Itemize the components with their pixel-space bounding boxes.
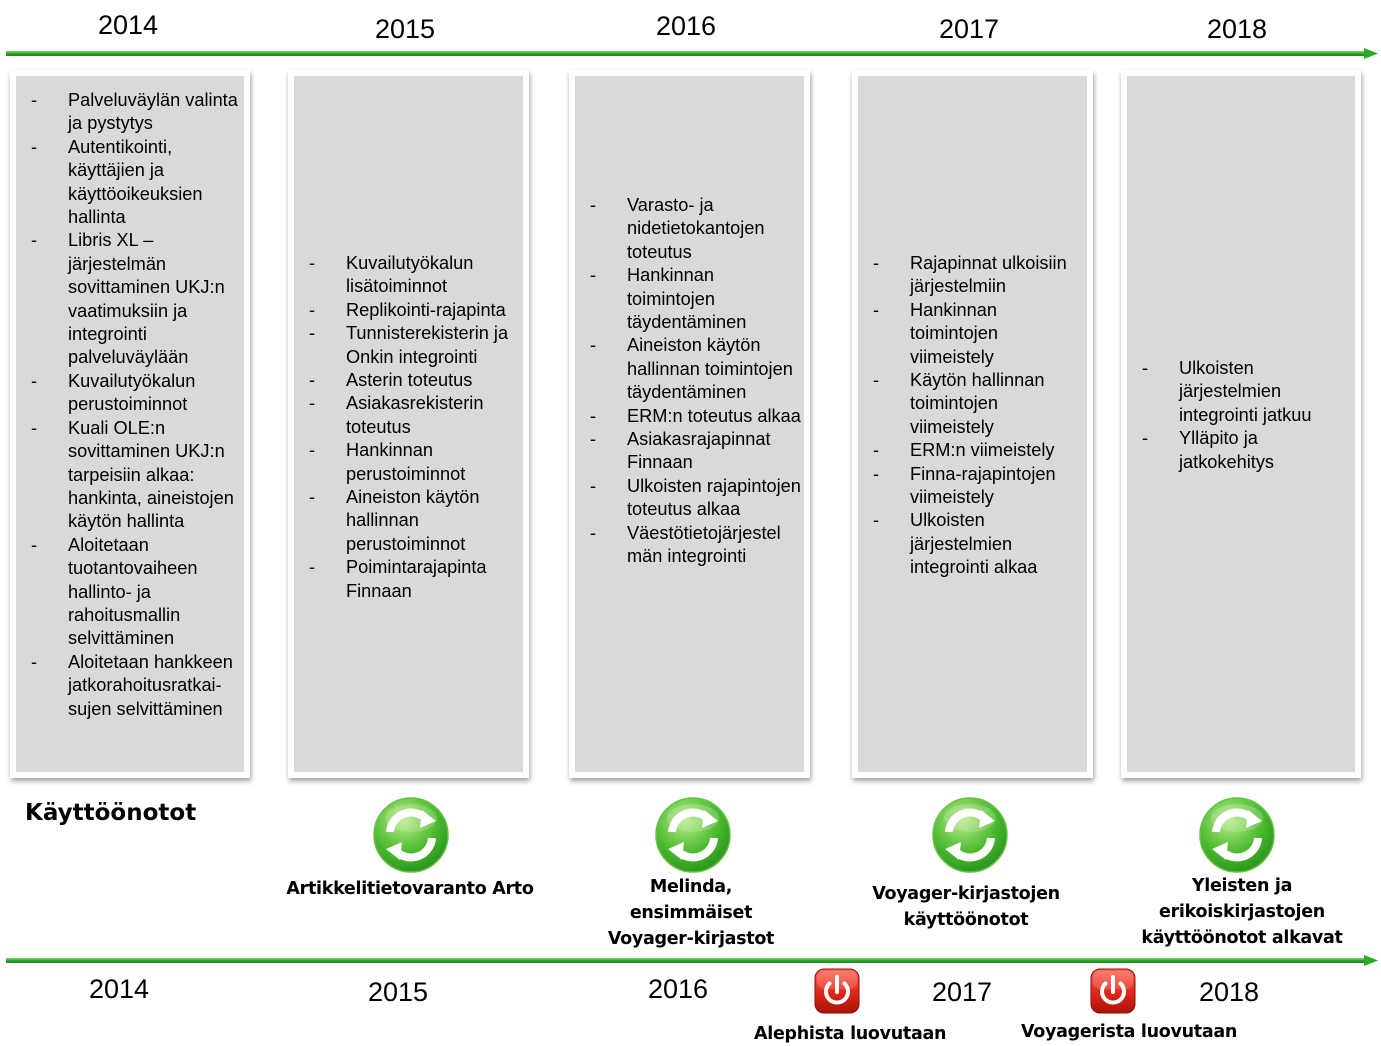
- refresh-cycle-icon: [1198, 796, 1276, 874]
- bottom-year-2014: 2014: [89, 974, 150, 1004]
- list-item: Kuali OLE:n sovittaminen UKJ:n tarpeisii…: [27, 417, 242, 534]
- list-item: Asiakasrajapinnat Finnaan: [586, 428, 802, 475]
- column-2014-list: Palveluväylän valinta ja pystytys Autent…: [27, 89, 242, 721]
- top-year-2014: 2014: [98, 10, 159, 40]
- decommission-label-aleph: Alephista luovutaan: [754, 1024, 947, 1044]
- list-item: Asiakasrekisterin toteutus: [305, 392, 521, 439]
- column-2017: Rajapinnat ulkoisiin järjestelmiin Hanki…: [852, 70, 1093, 778]
- column-2018: Ulkoisten järjestelmien integrointi jatk…: [1121, 70, 1361, 778]
- column-2017-list: Rajapinnat ulkoisiin järjestelmiin Hanki…: [869, 252, 1085, 580]
- list-item: Aloitetaan hankkeen jatkorahoitusratkai-…: [27, 651, 242, 721]
- list-item: Ulkoisten järjestelmien integrointi jatk…: [1138, 357, 1353, 427]
- list-item: Kuvailutyökalun lisätoiminnot: [305, 252, 521, 299]
- list-item: Aineiston käytön hallinnan toimintojen t…: [586, 334, 802, 404]
- top-year-2015: 2015: [375, 14, 436, 44]
- column-2015-list: Kuvailutyökalun lisätoiminnot Replikoint…: [305, 252, 521, 603]
- list-item: Väestötietojärjestel män integrointi: [586, 522, 802, 569]
- deployment-label-voyager: Voyager-kirjastojen käyttöönotot: [872, 884, 1060, 930]
- list-item: Kuvailutyökalun perustoiminnot: [27, 370, 242, 417]
- list-item: Aineiston käytön hallinnan perustoiminno…: [305, 486, 521, 556]
- list-item: Poimintarajapinta Finnaan: [305, 556, 521, 603]
- list-item: Libris XL – järjestelmän sovittaminen UK…: [27, 229, 242, 369]
- power-off-icon: [814, 968, 860, 1014]
- refresh-cycle-icon: [931, 796, 1009, 874]
- decommission-label-voyager: Voyagerista luovutaan: [1021, 1022, 1238, 1042]
- column-2016: Varasto- ja nidetietokantojen toteutus H…: [569, 70, 810, 778]
- column-2016-list: Varasto- ja nidetietokantojen toteutus H…: [586, 194, 802, 569]
- list-item: Ulkoisten järjestelmien integrointi alka…: [869, 509, 1085, 579]
- list-item: Hankinnan toimintojen viimeistely: [869, 299, 1085, 369]
- refresh-cycle-icon: [372, 796, 450, 874]
- list-item: Ylläpito ja jatkokehitys: [1138, 427, 1353, 474]
- column-2014: Palveluväylän valinta ja pystytys Autent…: [10, 70, 250, 778]
- list-item: Asterin toteutus: [305, 369, 521, 393]
- bottom-year-2018: 2018: [1199, 977, 1260, 1007]
- bottom-year-2016: 2016: [648, 974, 709, 1004]
- list-item: Aloitetaan tuotantovaiheen hallinto- ja …: [27, 534, 242, 651]
- top-year-2017: 2017: [939, 14, 1000, 44]
- bottom-timeline-arrow: [6, 955, 1378, 966]
- column-2015: Kuvailutyökalun lisätoiminnot Replikoint…: [288, 70, 529, 778]
- deployment-label-arto: Artikkelitietovaranto Arto: [286, 879, 534, 899]
- list-item: Tunnisterekisterin ja Onkin integrointi: [305, 322, 521, 369]
- refresh-cycle-icon: [654, 796, 732, 874]
- list-item: Finna-rajapintojen viimeistely: [869, 463, 1085, 510]
- column-2018-list: Ulkoisten järjestelmien integrointi jatk…: [1138, 357, 1353, 474]
- top-timeline-arrow: [6, 48, 1378, 59]
- top-year-2018: 2018: [1207, 14, 1268, 44]
- top-year-2016: 2016: [656, 11, 717, 41]
- power-off-icon: [1090, 968, 1136, 1014]
- list-item: Ulkoisten rajapintojen toteutus alkaa: [586, 475, 802, 522]
- deployment-label-melinda: Melinda, ensimmäiset Voyager-kirjastot: [607, 877, 775, 949]
- deployments-title: Käyttöönotot: [25, 800, 197, 826]
- list-item: ERM:n toteutus alkaa: [586, 405, 802, 429]
- list-item: Varasto- ja nidetietokantojen toteutus: [586, 194, 802, 264]
- bottom-year-2017: 2017: [932, 977, 993, 1007]
- list-item: Replikointi-rajapinta: [305, 299, 521, 323]
- list-item: ERM:n viimeistely: [869, 439, 1085, 463]
- deployment-label-public-libraries: Yleisten ja erikoiskirjastojen käyttööno…: [1141, 876, 1343, 948]
- list-item: Rajapinnat ulkoisiin järjestelmiin: [869, 252, 1085, 299]
- list-item: Hankinnan toimintojen täydentäminen: [586, 264, 802, 334]
- list-item: Palveluväylän valinta ja pystytys: [27, 89, 242, 136]
- list-item: Hankinnan perustoiminnot: [305, 439, 521, 486]
- list-item: Käytön hallinnan toimintojen viimeistely: [869, 369, 1085, 439]
- list-item: Autentikointi, käyttäjien ja käyttöoikeu…: [27, 136, 242, 230]
- bottom-year-2015: 2015: [368, 977, 429, 1007]
